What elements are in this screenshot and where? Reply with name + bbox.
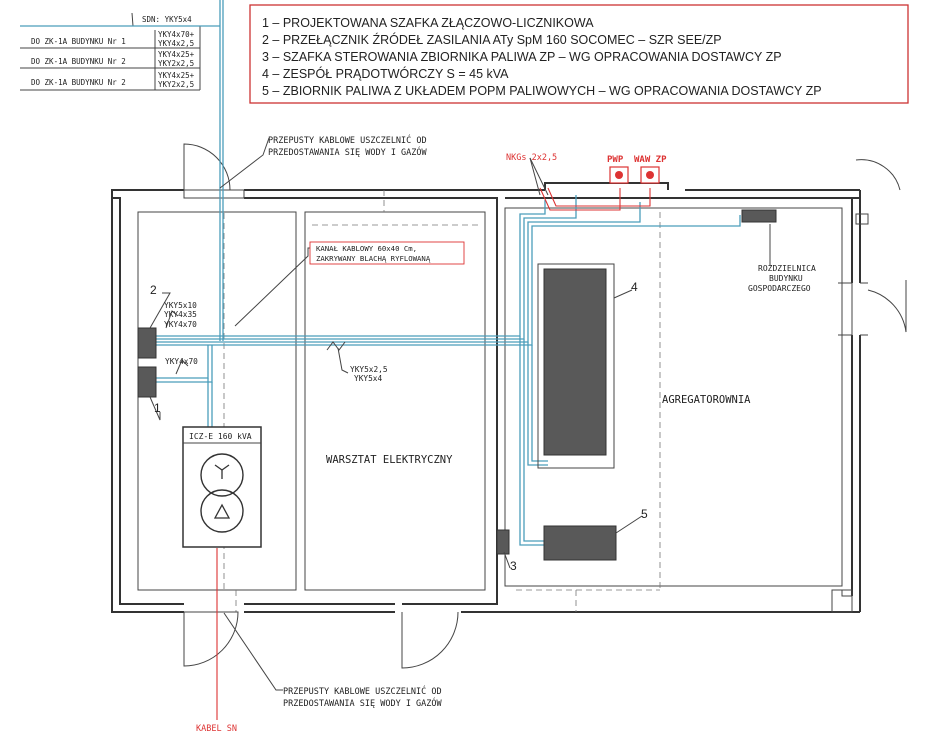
pwp-label: PWP (607, 155, 624, 165)
nkgs-label: NKGs 2x2,5 (506, 153, 557, 163)
delta-symbol (213, 503, 231, 519)
cable-table: SDN: YKY5x4 DO ZK-1A BUDYNKU Nr 1 YKY4x7… (20, 12, 201, 91)
door-top-right (855, 159, 901, 191)
cable-table-top: SDN: YKY5x4 (142, 15, 192, 24)
wye-symbol (214, 464, 230, 479)
passage-note-top-line-2: PRZEDOSTAWANIA SIĘ WODY I GAZÓW (268, 146, 428, 158)
legend-item-3: 3 – SZAFKA STEROWANIA ZBIORNIKA PALIWA Z… (262, 50, 782, 64)
fuel-tank-5 (543, 525, 617, 561)
passage-note-top-line-1: PRZEPUSTY KABLOWE USZCZELNIĆ OD (268, 134, 427, 146)
cable-row-1-cable-2: YKY4x2,5 (158, 39, 194, 48)
switch-cable-2: YKY4x35 (164, 310, 197, 319)
distribution-board (741, 209, 777, 223)
marker-1: 1 (154, 401, 161, 415)
workshop-label: WARSZTAT ELEKTRYCZNY (326, 454, 453, 466)
leader-lines (149, 137, 771, 691)
legend: 1 – PROJEKTOWANA SZAFKA ZŁĄCZOWO-LICZNIK… (249, 4, 909, 104)
legend-item-2: 2 – PRZEŁĄCZNIK ŹRÓDEŁ ZASILANIA ATy SpM… (262, 32, 722, 47)
meter-cable-label: YKY4x70 (165, 357, 198, 366)
passage-note-bottom-line-2: PRZEDOSTAWANIA SIĘ WODY I GAZÓW (283, 697, 443, 709)
waw-button (646, 171, 654, 179)
transformer-winding-bottom (200, 489, 244, 533)
equipment (137, 166, 777, 561)
cable-row-3-cable-2: YKY2x2,5 (158, 80, 194, 89)
switch-cabinet-2 (137, 327, 157, 359)
marker-4: 4 (631, 280, 638, 294)
marker-2: 2 (150, 283, 157, 297)
meter-cabinet-1 (137, 366, 157, 398)
passage-note-bottom-line-1: PRZEPUSTY KABLOWE USZCZELNIĆ OD (283, 685, 442, 697)
legend-item-1: 1 – PROJEKTOWANA SZAFKA ZŁĄCZOWO-LICZNIK… (262, 16, 594, 30)
cable-row-1-label: DO ZK-1A BUDYNKU Nr 1 (31, 37, 126, 46)
generator-frame (537, 263, 615, 469)
switch-cable-1: YKY5x10 (164, 301, 197, 310)
legend-frame (249, 4, 909, 104)
floor-cable-label-1: YKY5x2,5 (350, 365, 388, 374)
board-label-line-2: BUDYNKU (769, 274, 803, 283)
door-right (867, 280, 907, 333)
cable-row-1-cable-1: YKY4x70+ (158, 30, 195, 39)
cable-row-2-label: DO ZK-1A BUDYNKU Nr 2 (31, 57, 126, 66)
floor-cable-label-2: YKY5x4 (354, 374, 382, 383)
board-label-line-1: ROZDZIELNICA (758, 264, 816, 273)
channel-note-frame (309, 241, 465, 265)
pwp-button (615, 171, 623, 179)
cable-row-2-cable-1: YKY4x25+ (158, 50, 195, 59)
transformer-label: ICZ-E 160 kVA (189, 432, 252, 441)
channel-note-line-1: KANAŁ KABLOWY 60x40 Cm, (316, 244, 417, 253)
legend-item-4: 4 – ZESPÓŁ PRĄDOTWÓRCZY S = 45 kVA (262, 66, 509, 81)
marker-5: 5 (641, 507, 648, 521)
cable-row-2-cable-2: YKY2x2,5 (158, 59, 194, 68)
waw-zp-label: WAW ZP (634, 155, 667, 165)
channel-note-line-2: ZAKRYWANY BLACHĄ RYFLOWANĄ (316, 254, 431, 263)
marker-3: 3 (510, 559, 517, 573)
cable-row-3-cable-1: YKY4x25+ (158, 71, 195, 80)
door-bottom-left (183, 611, 239, 667)
cable-sn-label: KABEL SN (196, 724, 237, 734)
legend-item-5: 5 – ZBIORNIK PALIWA Z UKŁADEM POPM PALIW… (262, 84, 822, 98)
transformer-station (182, 426, 262, 548)
transformer-winding-top (200, 453, 244, 497)
control-cabinet-3 (496, 529, 510, 555)
building-walls (111, 182, 869, 613)
generator-room-label: AGREGATOROWNIA (662, 394, 751, 406)
cable-row-3-label: DO ZK-1A BUDYNKU Nr 2 (31, 78, 126, 87)
drawing-labels: PRZEPUSTY KABLOWE USZCZELNIĆ OD PRZEDOST… (150, 134, 816, 734)
cable-routes (20, 0, 741, 720)
switch-cable-3: YKY4x70 (164, 320, 197, 329)
generator-set-4 (543, 268, 607, 456)
board-label-line-3: GOSPODARCZEGO (748, 284, 811, 293)
door-bottom-middle (401, 611, 459, 669)
